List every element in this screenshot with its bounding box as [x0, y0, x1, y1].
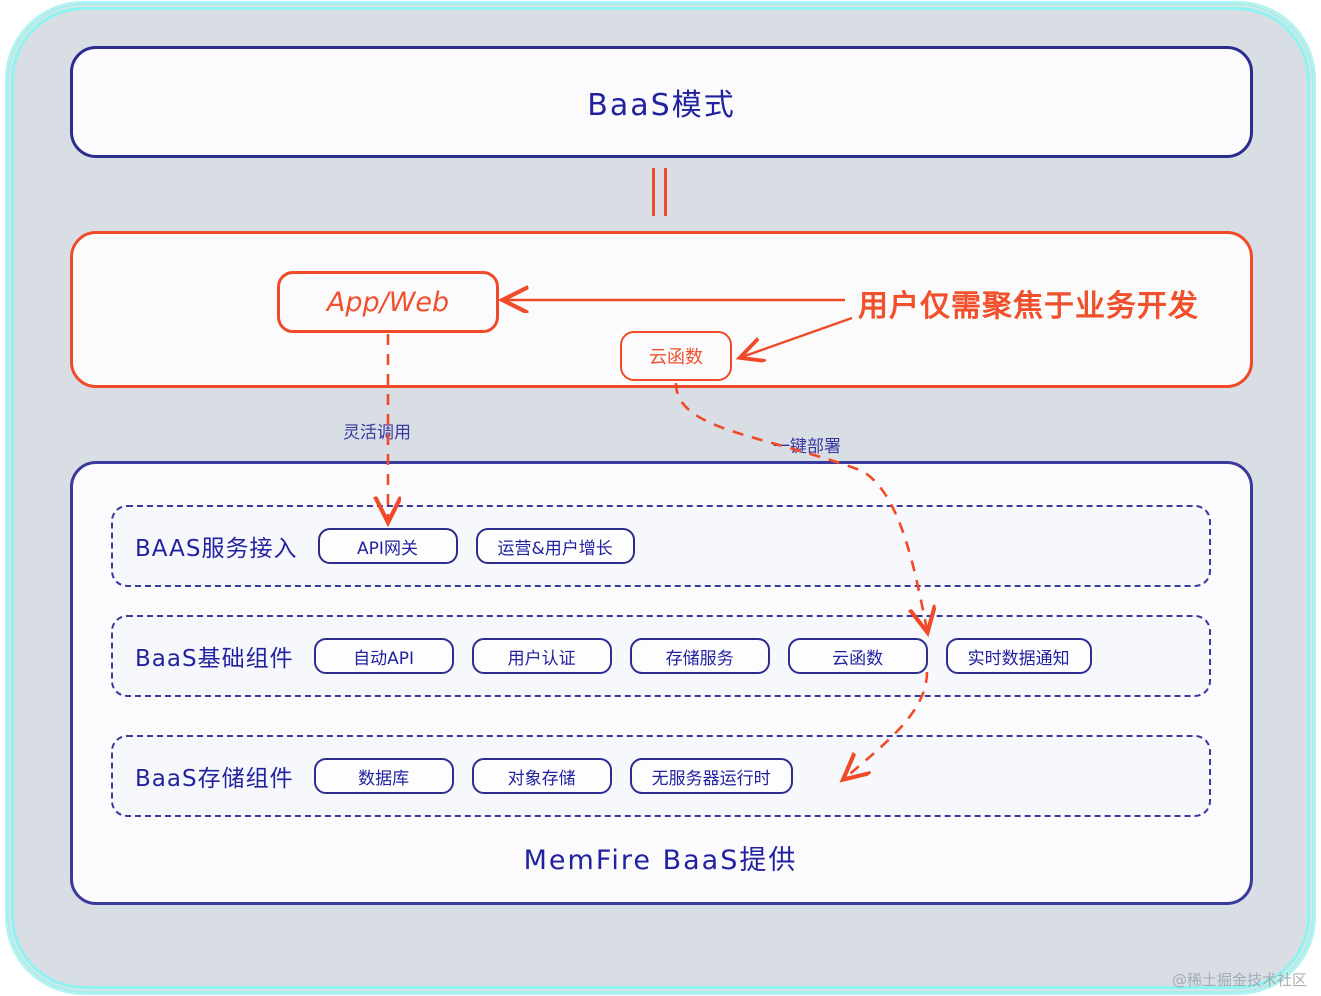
equals-connector — [650, 168, 670, 216]
chip-user-auth[interactable]: 用户认证 — [471, 638, 612, 674]
app-web-box: App/Web — [277, 271, 499, 333]
chip-cloud-function[interactable]: 云函数 — [787, 638, 928, 674]
platform-row-service-access: BAAS服务接入 API网关 运营&用户增长 — [111, 505, 1211, 587]
cloud-function-box: 云函数 — [620, 331, 732, 381]
platform-row-base-components: BaaS基础组件 自动API 用户认证 存储服务 云函数 实时数据通知 — [111, 615, 1211, 697]
watermark: @稀土掘金技术社区 — [1171, 971, 1307, 989]
row-title: BAAS服务接入 — [135, 536, 298, 562]
chip-operations-growth[interactable]: 运营&用户增长 — [475, 528, 635, 564]
chip-api-gateway[interactable]: API网关 — [317, 528, 458, 564]
baas-mode-title: BaaS模式 — [587, 88, 736, 123]
edge-label-flexible-invocation: 灵活调用 — [343, 423, 411, 443]
chip-database[interactable]: 数据库 — [313, 758, 454, 794]
platform-row-storage-components: BaaS存储组件 数据库 对象存储 无服务器运行时 — [111, 735, 1211, 817]
baas-mode-box: BaaS模式 — [70, 46, 1253, 158]
chip-realtime-data-notify[interactable]: 实时数据通知 — [945, 638, 1092, 674]
chip-auto-api[interactable]: 自动API — [313, 638, 454, 674]
cloud-function-label: 云函数 — [649, 347, 703, 368]
platform-footer-note: MemFire BaaS提供 — [523, 845, 798, 876]
row-title: BaaS基础组件 — [135, 646, 294, 672]
focus-annotation: 用户仅需聚焦于业务开发 — [858, 289, 1199, 324]
row-title: BaaS存储组件 — [135, 766, 294, 792]
chip-storage-service[interactable]: 存储服务 — [629, 638, 770, 674]
chip-object-storage[interactable]: 对象存储 — [471, 758, 612, 794]
app-web-label: App/Web — [326, 286, 450, 318]
edge-label-one-click-deploy: 一键部署 — [773, 437, 841, 457]
chip-serverless-runtime[interactable]: 无服务器运行时 — [629, 758, 793, 794]
